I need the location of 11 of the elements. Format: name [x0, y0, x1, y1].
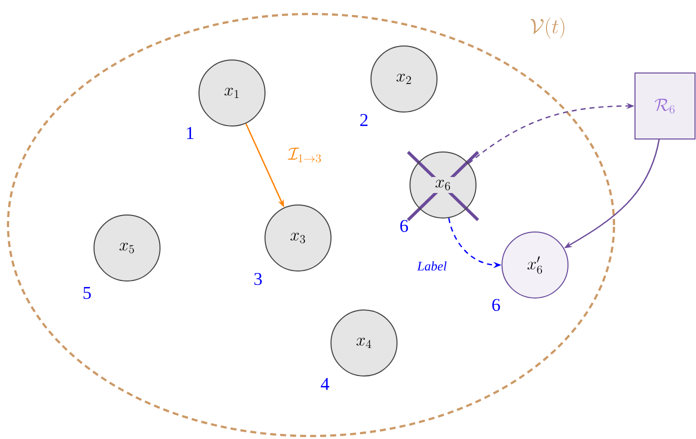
index-number: 2 — [360, 114, 368, 126]
index-number: 4 — [320, 378, 330, 390]
edge-label: Label — [416, 260, 448, 272]
index-number: 6 — [492, 298, 500, 312]
index-number: 3 — [254, 272, 262, 286]
index-number: 1 — [187, 127, 194, 139]
index-number: 6 — [400, 220, 408, 232]
process-box: $\mathcal{R}_6$ — [634, 72, 696, 140]
edge-label: $\mathcal{I}_{1\to 3}$ — [287, 146, 323, 164]
region-title: $\mathcal{V}(t)$ — [530, 18, 564, 38]
index-number: 5 — [84, 287, 91, 299]
